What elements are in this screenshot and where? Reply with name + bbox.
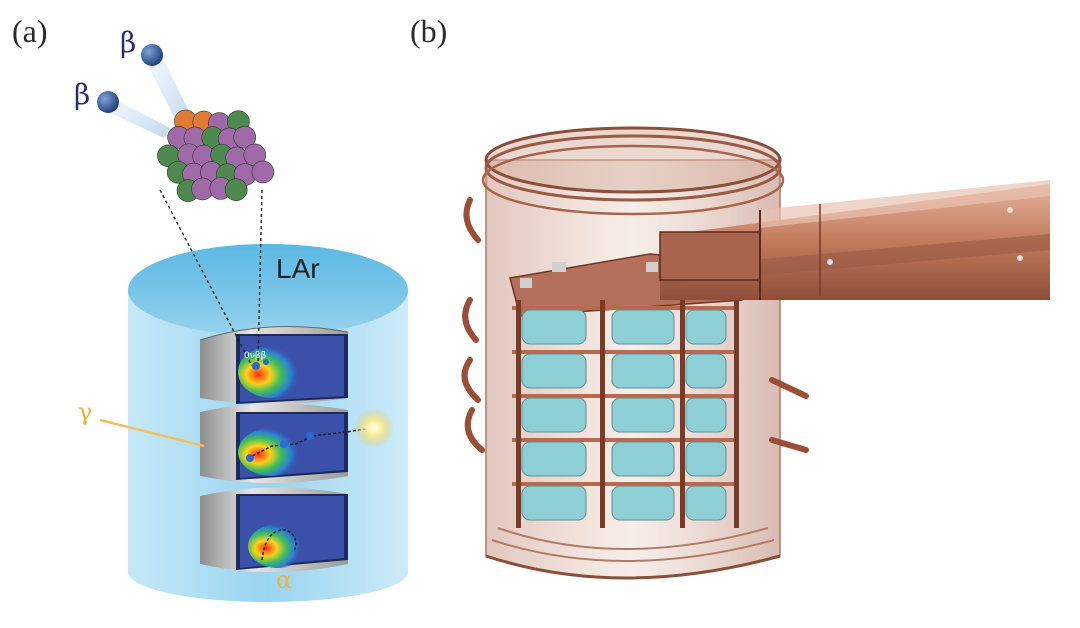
detector-segment-middle bbox=[200, 403, 348, 483]
support-rod bbox=[516, 300, 521, 528]
gamma-label: γ bbox=[78, 398, 92, 426]
detector-segment-bottom bbox=[200, 487, 348, 572]
detector-stack bbox=[199, 326, 349, 572]
holder-ring bbox=[512, 306, 738, 310]
germanium-crystal bbox=[521, 397, 587, 433]
nucleus bbox=[157, 109, 275, 202]
panel-label-b: (b) bbox=[410, 13, 447, 49]
holder-ring bbox=[512, 438, 738, 442]
support-rod bbox=[734, 300, 739, 528]
beta-particle-upper bbox=[141, 44, 163, 66]
beta-particle-lower bbox=[97, 91, 119, 113]
support-rod bbox=[600, 300, 605, 528]
zoom-lines bbox=[159, 189, 263, 367]
germanium-crystal bbox=[611, 485, 675, 521]
panel-a-illustration bbox=[97, 44, 408, 602]
nucleon bbox=[224, 178, 248, 201]
gamma-track bbox=[99, 408, 394, 462]
gamma-flash bbox=[354, 408, 394, 448]
germanium-crystal bbox=[685, 485, 727, 521]
nucleon bbox=[233, 125, 257, 149]
panel-b-illustration bbox=[461, 126, 1050, 580]
germanium-crystal bbox=[521, 441, 587, 477]
germanium-crystal bbox=[685, 441, 727, 477]
germanium-crystal bbox=[521, 353, 587, 389]
germanium-crystal bbox=[611, 397, 675, 433]
support-rod bbox=[680, 300, 685, 528]
detector-array bbox=[512, 300, 739, 528]
cooling-coils bbox=[461, 197, 809, 453]
lar-label: LAr bbox=[276, 253, 320, 284]
germanium-crystal bbox=[611, 309, 675, 345]
germanium-crystal bbox=[685, 397, 727, 433]
germanium-crystal bbox=[521, 309, 587, 345]
detector-segment-top bbox=[199, 326, 349, 404]
germanium-crystal bbox=[685, 353, 727, 389]
holder-ring bbox=[512, 394, 738, 398]
holder-ring bbox=[512, 482, 738, 486]
panel-label-a: (a) bbox=[12, 13, 48, 49]
beta-beams bbox=[97, 44, 192, 138]
germanium-crystal bbox=[521, 485, 587, 521]
holder-ring bbox=[512, 350, 738, 354]
alpha-label: α bbox=[276, 566, 292, 594]
beta-label-lower: β bbox=[74, 78, 90, 111]
germanium-crystal bbox=[611, 353, 675, 389]
nucleon bbox=[251, 160, 275, 184]
decay-mark-label: 0νββ bbox=[244, 351, 266, 361]
germanium-crystal bbox=[611, 441, 675, 477]
beta-label-upper: β bbox=[120, 26, 136, 59]
service-pipe bbox=[659, 180, 1050, 300]
germanium-crystal bbox=[685, 309, 727, 345]
